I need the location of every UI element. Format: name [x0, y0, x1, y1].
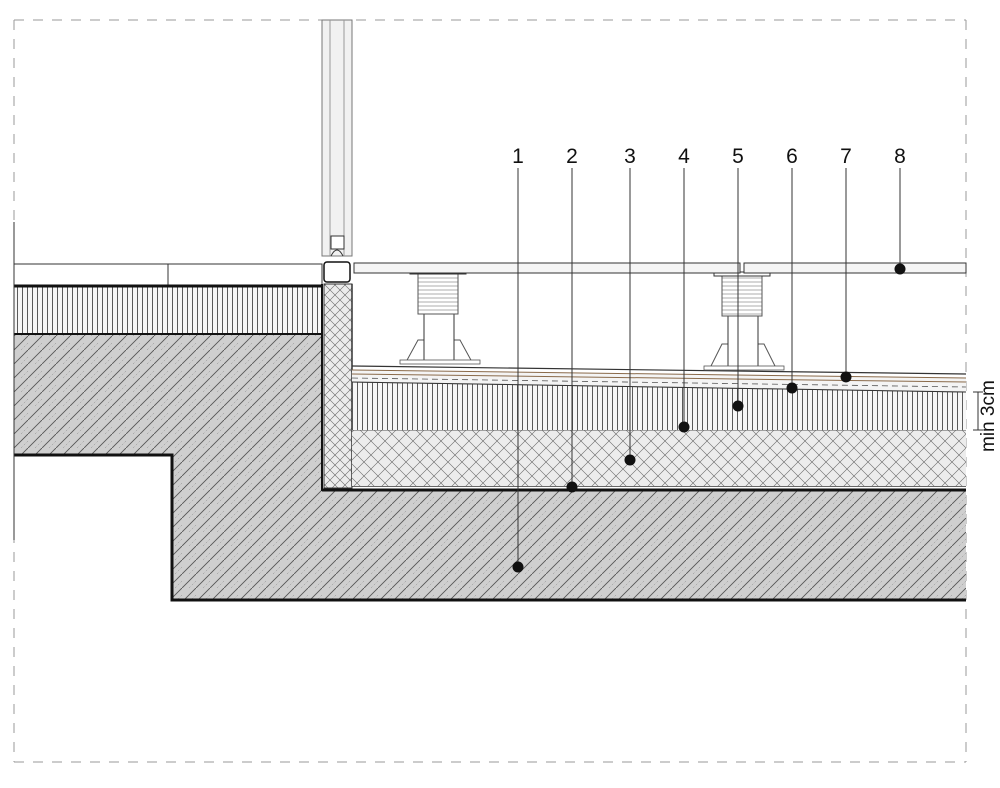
leader-dots: [512, 263, 906, 573]
leader-dot-2: [566, 481, 578, 493]
callout-1: 1: [512, 145, 524, 168]
leader-dot-1: [512, 561, 524, 573]
dimension-label: min 3cm: [978, 380, 999, 452]
leader-dot-6: [786, 382, 798, 394]
callout-labels: 1 2 3 4 5 6 7 8: [512, 145, 906, 168]
callout-4: 4: [678, 145, 690, 168]
callout-3: 3: [624, 145, 636, 168]
leader-dot-4: [678, 421, 690, 433]
callout-7: 7: [840, 145, 852, 168]
leader-dot-3: [624, 454, 636, 466]
leader-lines: [517, 168, 901, 567]
upstand-insulation: [323, 283, 353, 489]
thermal-insulation-layer: [352, 429, 966, 486]
membrane-layers: [351, 365, 967, 393]
leader-dot-5: [732, 400, 744, 412]
callout-8: 8: [894, 145, 906, 168]
deck-tiles: [353, 262, 967, 274]
dimension-annotation: min 3cm: [973, 380, 999, 452]
interior-floor-buildup: [13, 222, 323, 540]
callout-2: 2: [566, 145, 578, 168]
callout-5: 5: [732, 145, 744, 168]
pedestal-support: [399, 269, 785, 371]
callout-6: 6: [786, 145, 798, 168]
leader-dot-8: [894, 263, 906, 275]
glazing-frame: [321, 19, 353, 283]
leader-dot-7: [840, 371, 852, 383]
